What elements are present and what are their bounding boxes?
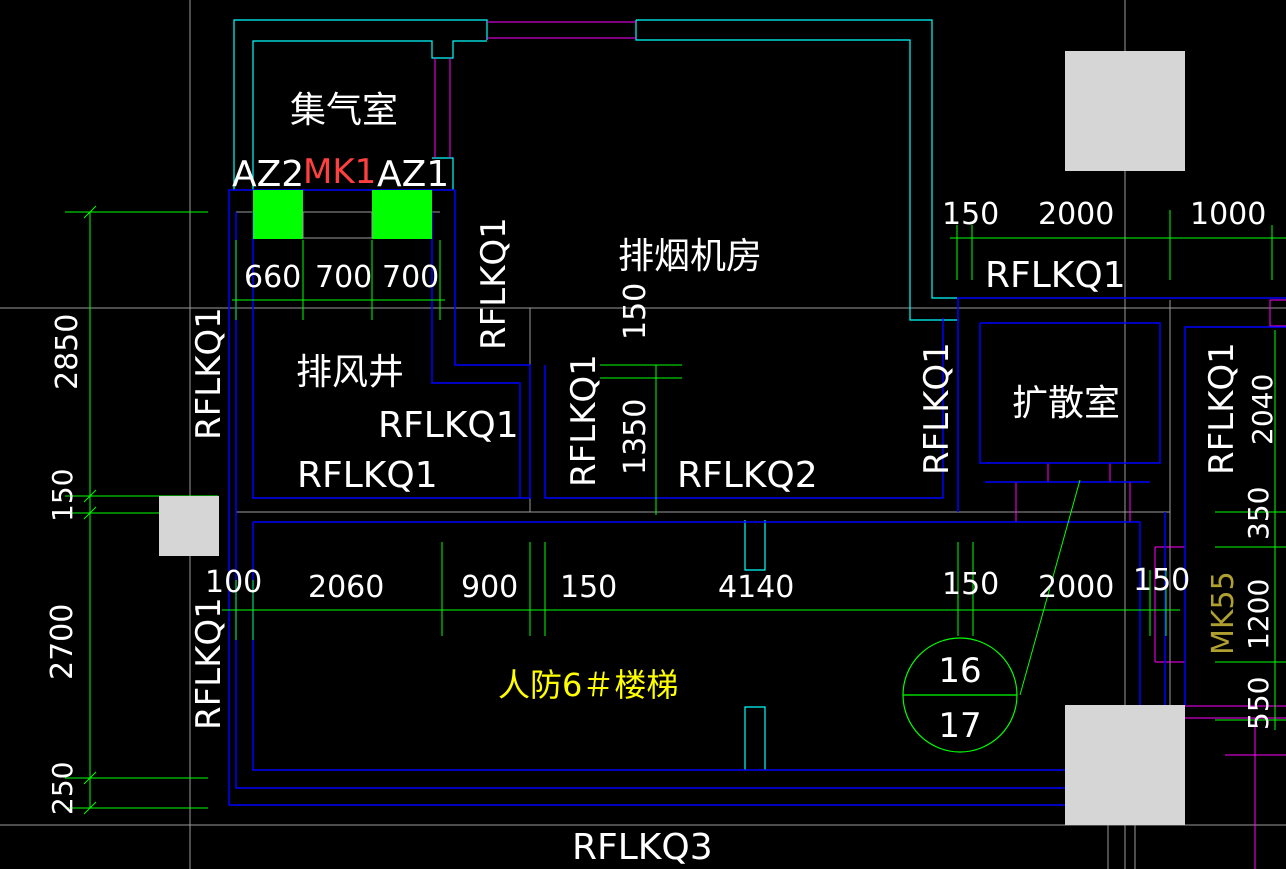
wall-label: RFLKQ1 [1202, 342, 1242, 475]
wall-label: RFLKQ3 [572, 827, 713, 868]
wall-label: RFLKQ2 [677, 455, 818, 496]
dim-text: 150 [1133, 563, 1190, 598]
dim-text: 1350 [618, 399, 653, 475]
room-gas-collection: 集气室 [290, 90, 398, 131]
wall-label: RFLKQ1 [297, 455, 438, 496]
column-top-right [1065, 51, 1185, 171]
dim-text: 700 [315, 260, 372, 295]
room-stairs: 人防6＃楼梯 [498, 666, 678, 704]
tag-lower: 17 [938, 706, 981, 746]
wall-label: RFLKQ1 [917, 342, 957, 475]
dim-text: 1200 [1242, 579, 1275, 650]
dim-text: 2850 [50, 314, 85, 390]
label-mk1: MK1 [303, 152, 376, 192]
wall-label: RFLKQ1 [985, 255, 1126, 296]
dim-text: 2060 [308, 570, 384, 605]
cyan-walls [233, 19, 957, 770]
dim-text: 150 [46, 469, 79, 522]
label-az1: AZ1 [377, 154, 449, 195]
dim-text: 150 [942, 567, 999, 602]
dim-text: 100 [205, 565, 262, 600]
dim-text: 150 [618, 283, 653, 340]
dim-text: 660 [244, 260, 301, 295]
az2-column [253, 190, 303, 239]
az1-column [372, 190, 432, 239]
dim-text: 150 [560, 570, 617, 605]
dim-text: 2700 [45, 604, 80, 680]
wall-label: RFLKQ1 [189, 307, 229, 440]
dim-text: 2000 [1038, 197, 1114, 232]
column-left [159, 496, 219, 556]
tag-upper: 16 [938, 651, 981, 691]
wall-label: RFLKQ1 [189, 597, 229, 730]
dimension-lines [65, 205, 1286, 815]
label-az2: AZ2 [232, 154, 304, 195]
label-mk55: MK55 [1206, 571, 1241, 655]
dim-text: 350 [1242, 487, 1275, 540]
room-diffusion: 扩散室 [1012, 383, 1120, 424]
dim-text: 700 [382, 260, 439, 295]
room-exhaust-shaft: 排风井 [296, 352, 404, 393]
room-smoke-fan: 排烟机房 [618, 236, 762, 277]
dim-text: 250 [46, 762, 79, 815]
wall-label: RFLKQ1 [474, 217, 514, 350]
dim-text: 4140 [718, 570, 794, 605]
wall-label: RFLKQ1 [378, 405, 519, 446]
dim-text: 2040 [1246, 374, 1279, 445]
dim-text: 550 [1242, 677, 1275, 730]
blue-walls [228, 189, 1286, 806]
dim-text: 900 [461, 570, 518, 605]
dim-text: 1000 [1190, 197, 1266, 232]
mk1-opening [302, 211, 373, 239]
column-bottom-right [1065, 705, 1185, 825]
wall-label: RFLKQ1 [564, 354, 604, 487]
dim-text: 2000 [1038, 570, 1114, 605]
room-tag: 16 17 [902, 637, 1018, 753]
dim-text: 150 [942, 197, 999, 232]
